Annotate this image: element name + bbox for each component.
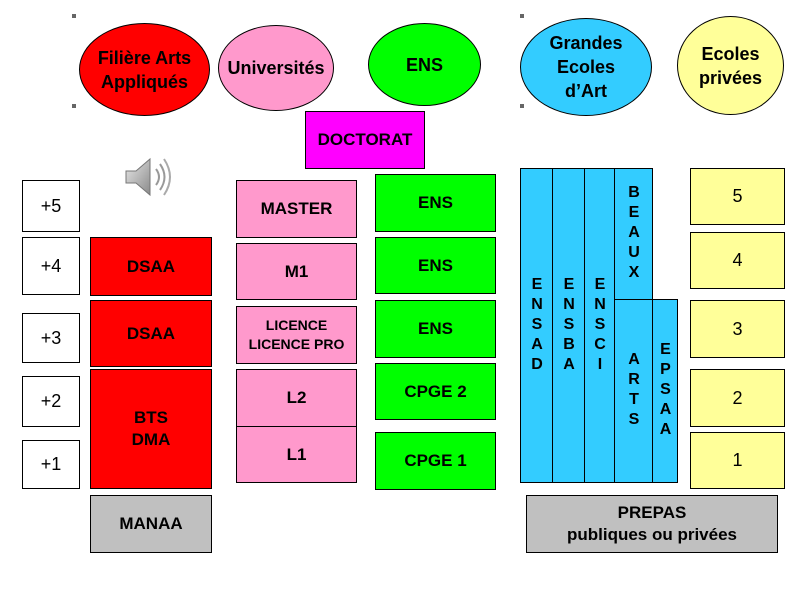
universites-ellipse: Universités xyxy=(218,25,334,111)
level-box: +3 xyxy=(22,313,80,363)
epsaa-label: EPSAA xyxy=(657,341,674,441)
ecoles-privees-ellipse: Ecoles privées xyxy=(677,16,784,115)
ensad-column: ENSAD xyxy=(520,168,553,483)
dsaa-box: DSAA xyxy=(90,237,212,296)
cpge1-box: CPGE 1 xyxy=(375,432,496,490)
grandes-ecoles-ellipse: Grandes Ecoles d’Art xyxy=(520,18,652,116)
year-box: 3 xyxy=(690,300,785,358)
ens-box: ENS xyxy=(375,300,496,358)
beaux-label: BEAUX xyxy=(625,184,643,284)
cpge2-box: CPGE 2 xyxy=(375,363,496,420)
filiere-arts-appliques-ellipse: Filière Arts Appliqués xyxy=(79,23,210,116)
m1-box: M1 xyxy=(236,243,357,300)
year-box: 5 xyxy=(690,168,785,225)
ens-ellipse: ENS xyxy=(368,23,481,106)
corner-mark xyxy=(72,104,76,108)
speaker-icon[interactable] xyxy=(122,153,178,201)
ensba-column: ENSBA xyxy=(552,168,585,483)
arts-column: ARTS xyxy=(614,299,653,483)
dsaa-box: DSAA xyxy=(90,300,212,367)
beaux-column: BEAUX xyxy=(614,168,653,300)
ens-box: ENS xyxy=(375,174,496,232)
year-box: 2 xyxy=(690,369,785,427)
arts-label: ARTS xyxy=(625,351,643,431)
l1-box: L1 xyxy=(236,426,357,483)
ensci-label: ENSCI xyxy=(591,275,609,376)
ens-box: ENS xyxy=(375,237,496,294)
year-box: 1 xyxy=(690,432,785,489)
level-box: +1 xyxy=(22,440,80,489)
level-box: +4 xyxy=(22,237,80,295)
corner-mark xyxy=(520,14,524,18)
ensci-column: ENSCI xyxy=(584,168,615,483)
level-box: +5 xyxy=(22,180,80,232)
prepas-box: PREPAS publiques ou privées xyxy=(526,495,778,553)
master-box: MASTER xyxy=(236,180,357,238)
ensba-label: ENSBA xyxy=(560,275,578,376)
ensad-label: ENSAD xyxy=(528,275,546,376)
epsaa-column: EPSAA xyxy=(652,299,678,483)
corner-mark xyxy=(72,14,76,18)
l2-box: L2 xyxy=(236,369,357,427)
corner-mark xyxy=(520,104,524,108)
bts-dma-box: BTS DMA xyxy=(90,369,212,489)
doctorat-box: DOCTORAT xyxy=(305,111,425,169)
manaa-box: MANAA xyxy=(90,495,212,553)
licence-box: LICENCE LICENCE PRO xyxy=(236,306,357,364)
level-box: +2 xyxy=(22,376,80,427)
year-box: 4 xyxy=(690,232,785,289)
